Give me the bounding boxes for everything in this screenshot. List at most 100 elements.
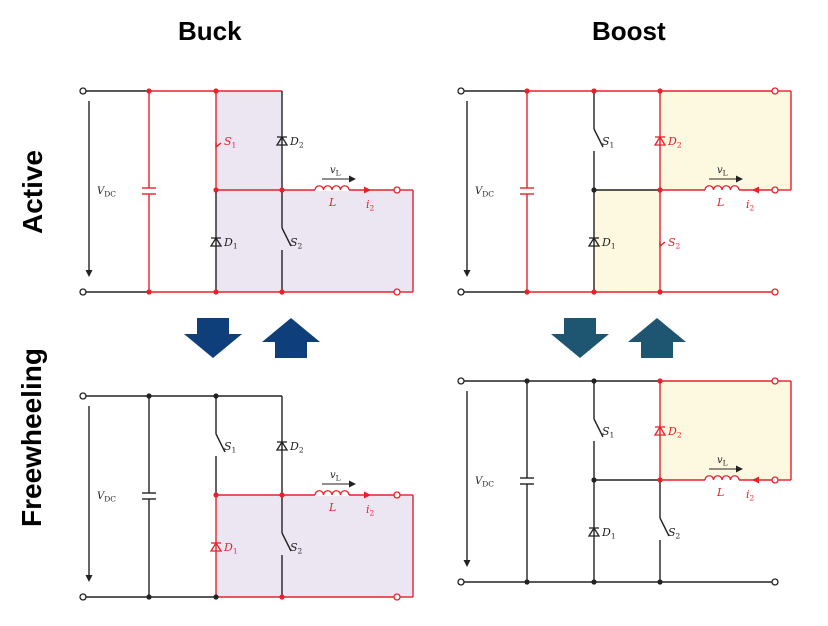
terminal: [393, 288, 401, 296]
vl-label: vL: [717, 165, 728, 178]
junction-dot: [279, 289, 285, 295]
terminal: [457, 377, 465, 385]
inductor-coil: [704, 185, 740, 191]
terminal: [79, 392, 87, 400]
junction-dot: [657, 477, 663, 483]
terminal: [79, 593, 87, 601]
junction-dot: [591, 378, 597, 384]
buck-down-transition-arrow: [184, 318, 242, 358]
switch-blade: [215, 433, 226, 453]
arrowhead: [85, 270, 93, 277]
inductor-coil: [314, 490, 350, 496]
cap-gap: [142, 188, 156, 194]
diode-symbol: [653, 425, 667, 436]
d1-label: D1: [601, 526, 616, 541]
current-loop-shading: [216, 495, 413, 597]
arrowhead: [85, 575, 93, 582]
junction-dot: [524, 88, 530, 94]
junction-dot: [213, 88, 219, 94]
switch-blade: [281, 532, 292, 552]
terminal: [771, 578, 779, 586]
i2-label: i2: [746, 198, 755, 213]
inductor-label: L: [328, 501, 336, 514]
junction-dot: [279, 492, 285, 498]
terminal: [771, 476, 779, 484]
boost-down-transition-arrow: [551, 318, 609, 358]
i2-label: i2: [366, 198, 375, 213]
junction-dot: [591, 187, 597, 193]
junction-dot: [279, 594, 285, 600]
junction-dot: [591, 477, 597, 483]
i2-label: i2: [746, 488, 755, 503]
terminal: [393, 593, 401, 601]
switch-closed: [659, 190, 666, 248]
cap-gap: [520, 478, 534, 484]
junction-dot: [213, 594, 219, 600]
terminal: [457, 288, 465, 296]
vdc-label: VDC: [475, 186, 494, 199]
junction-dot: [524, 289, 530, 295]
arrowhead: [463, 560, 471, 567]
d1-label: D1: [223, 236, 238, 251]
diode-symbol: [275, 135, 289, 146]
diode-symbol: [653, 135, 667, 146]
vl-label: vL: [330, 470, 341, 483]
d2-label: D2: [289, 135, 304, 150]
arrowhead: [752, 476, 759, 484]
inductor-coil: [314, 185, 350, 191]
boost-up-transition-arrow: [628, 318, 686, 358]
d2-label: D2: [667, 425, 682, 440]
vl-label: vL: [330, 165, 341, 178]
s1-label: S1: [602, 135, 614, 150]
terminal: [457, 87, 465, 95]
switch-blade: [281, 227, 292, 247]
junction-dot: [146, 88, 152, 94]
inductor-label: L: [716, 196, 724, 209]
switch-blade: [659, 517, 670, 537]
s2-label: S2: [290, 541, 303, 556]
terminal: [771, 377, 779, 385]
vdc-label: VDC: [97, 186, 116, 199]
d2-label: D2: [289, 440, 304, 455]
junction-dot: [213, 393, 219, 399]
junction-dot: [213, 187, 219, 193]
terminal: [79, 87, 87, 95]
terminal: [771, 288, 779, 296]
boost-column-title: Boost: [592, 16, 666, 46]
current-loop-shading: [660, 91, 791, 190]
d2-label: D2: [667, 135, 682, 150]
d1-label: D1: [223, 541, 238, 556]
junction-dot: [213, 492, 219, 498]
junction-dot: [657, 378, 663, 384]
s1-label: S1: [602, 425, 614, 440]
s1-label: S1: [224, 440, 236, 455]
terminal: [393, 186, 401, 194]
junction-dot: [657, 289, 663, 295]
junction-dot: [279, 187, 285, 193]
inductor-label: L: [328, 196, 336, 209]
diode-symbol: [209, 541, 223, 552]
i2-label: i2: [366, 503, 375, 518]
junction-dot: [146, 393, 152, 399]
junction-dot: [146, 594, 152, 600]
terminal: [457, 578, 465, 586]
junction-dot: [524, 579, 530, 585]
s2-label: S2: [290, 236, 303, 251]
diode-symbol: [275, 440, 289, 451]
junction-dot: [524, 378, 530, 384]
terminal: [771, 186, 779, 194]
inductor-coil: [704, 475, 740, 481]
d1-label: D1: [601, 236, 616, 251]
arrowhead: [463, 270, 471, 277]
inductor-label: L: [716, 486, 724, 499]
buck-column-title: Buck: [178, 16, 242, 46]
arrowhead: [349, 175, 356, 183]
junction-dot: [146, 289, 152, 295]
vdc-label: VDC: [475, 476, 494, 489]
arrowhead: [736, 465, 743, 473]
